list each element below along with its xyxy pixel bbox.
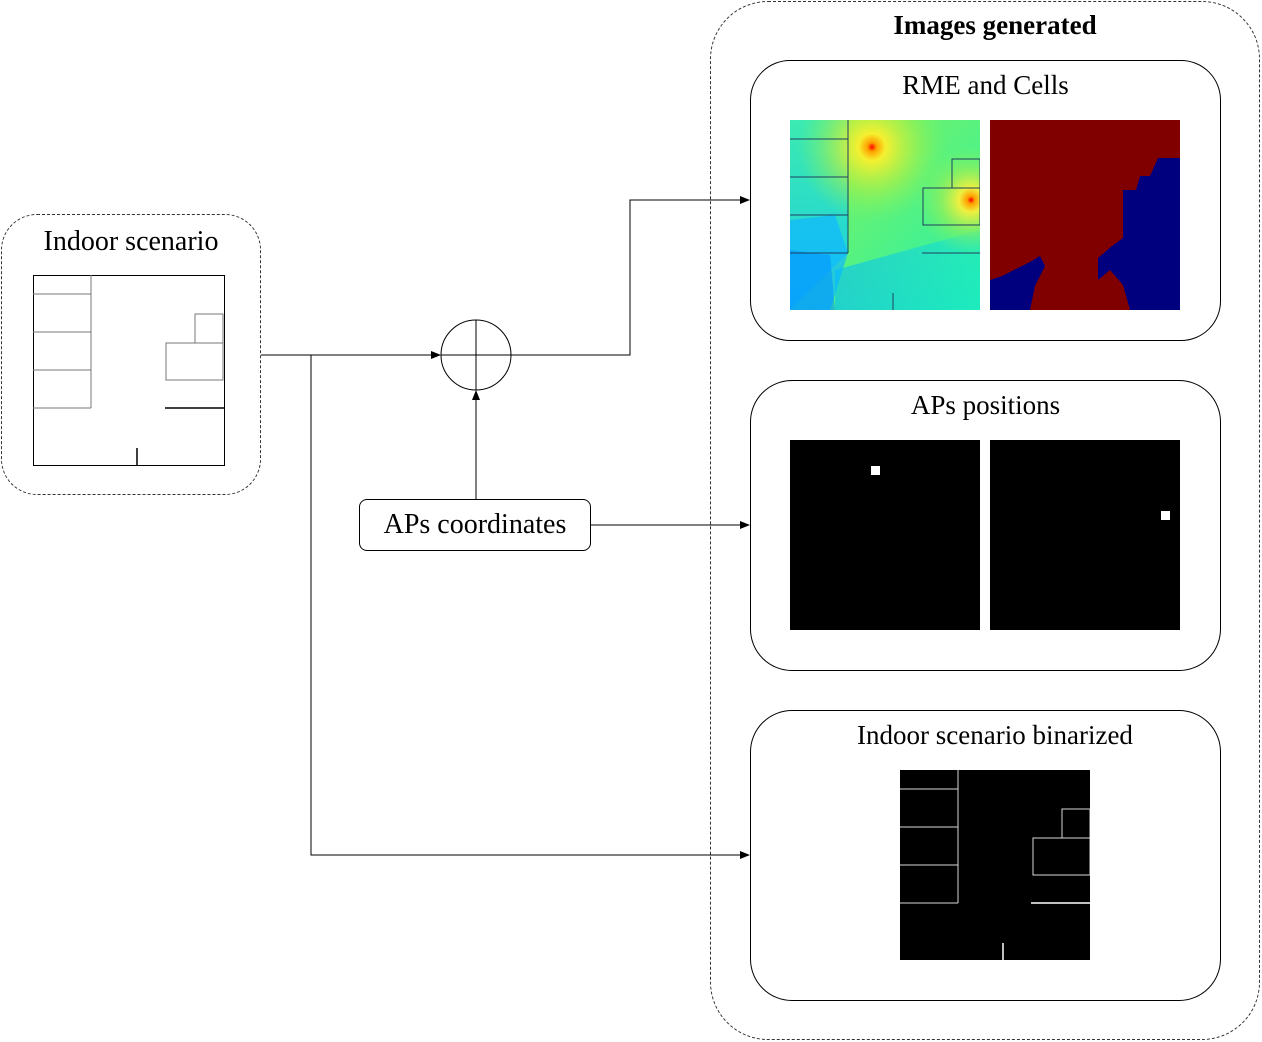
ap-marker <box>871 466 880 475</box>
arrow-scenario-to-binarized <box>310 355 750 859</box>
aps-positions-title: APs positions <box>910 390 1061 420</box>
ap-position-map-2 <box>990 440 1180 630</box>
indoor-scenario-title: Indoor scenario <box>43 226 219 257</box>
aps-coordinates-label: APs coordinates <box>383 509 567 540</box>
cell-region-blue-right <box>1098 158 1180 310</box>
images-generated-title: Images generated <box>893 10 1097 40</box>
sum-node <box>440 319 512 391</box>
indoor-scenario-panel <box>1 214 261 495</box>
cells-map <box>990 120 1180 310</box>
cell-region-blue-left <box>990 256 1045 310</box>
aps-coordinates-box <box>359 499 591 551</box>
ap-marker <box>1161 511 1170 520</box>
indoor-floorplan <box>33 275 225 466</box>
binarized-floorplan <box>900 770 1090 960</box>
rme-heatmap <box>790 120 980 310</box>
binarized-title: Indoor scenario binarized <box>857 720 1133 750</box>
arrow-sum-to-rme <box>511 196 750 356</box>
ap-position-map-1 <box>790 440 980 630</box>
rme-cells-title: RME and Cells <box>902 70 1069 100</box>
images-generated-panel <box>710 1 1260 1040</box>
